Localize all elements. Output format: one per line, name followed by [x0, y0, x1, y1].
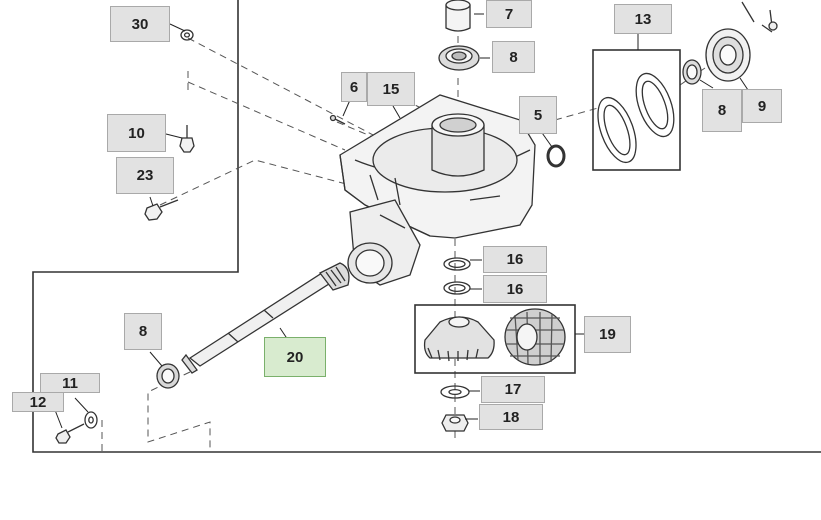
part-11-washer — [84, 411, 98, 429]
part-23-bolt — [144, 199, 179, 221]
callout-15[interactable]: 15 — [367, 72, 415, 106]
callout-16-b[interactable]: 16 — [483, 275, 547, 303]
callout-11[interactable]: 11 — [40, 373, 100, 393]
callout-19[interactable]: 19 — [584, 316, 631, 353]
part-6-pin — [329, 114, 346, 125]
callout-30[interactable]: 30 — [110, 6, 170, 42]
frame-lines — [32, 0, 821, 453]
part-20-shaft — [181, 262, 350, 374]
part-7-bushing — [445, 0, 471, 32]
callout-12[interactable]: 12 — [12, 392, 64, 412]
part-16-washers — [443, 257, 471, 295]
callout-17[interactable]: 17 — [481, 376, 545, 403]
part-8-top-bearing — [438, 45, 480, 71]
part-19-bevel-gears — [414, 304, 576, 374]
part-5-o-ring — [546, 144, 566, 168]
callout-8-left[interactable]: 8 — [124, 313, 162, 350]
part-13-gaskets — [592, 49, 681, 171]
callout-6[interactable]: 6 — [341, 72, 367, 102]
part-12-bolt — [55, 423, 85, 444]
callout-10[interactable]: 10 — [107, 114, 166, 152]
part-15-gearbox-housing — [339, 94, 536, 286]
part-10-bolt — [179, 125, 195, 153]
part-30-washer — [180, 29, 194, 41]
callout-7[interactable]: 7 — [486, 0, 532, 28]
callout-20[interactable]: 20 — [264, 337, 326, 377]
part-17-washer — [440, 385, 470, 399]
part-18-nut — [441, 414, 469, 432]
callout-13[interactable]: 13 — [614, 4, 672, 34]
callout-18[interactable]: 18 — [479, 404, 543, 430]
part-9-cover — [705, 1, 778, 82]
callout-8-right[interactable]: 8 — [702, 89, 742, 132]
part-8-right-bearing — [682, 59, 702, 85]
callout-23[interactable]: 23 — [116, 157, 174, 194]
part-8-left-bearing — [156, 363, 180, 389]
callout-5[interactable]: 5 — [519, 96, 557, 134]
callout-8-top[interactable]: 8 — [492, 41, 535, 73]
callout-9[interactable]: 9 — [742, 89, 782, 123]
callout-16-a[interactable]: 16 — [483, 246, 547, 273]
